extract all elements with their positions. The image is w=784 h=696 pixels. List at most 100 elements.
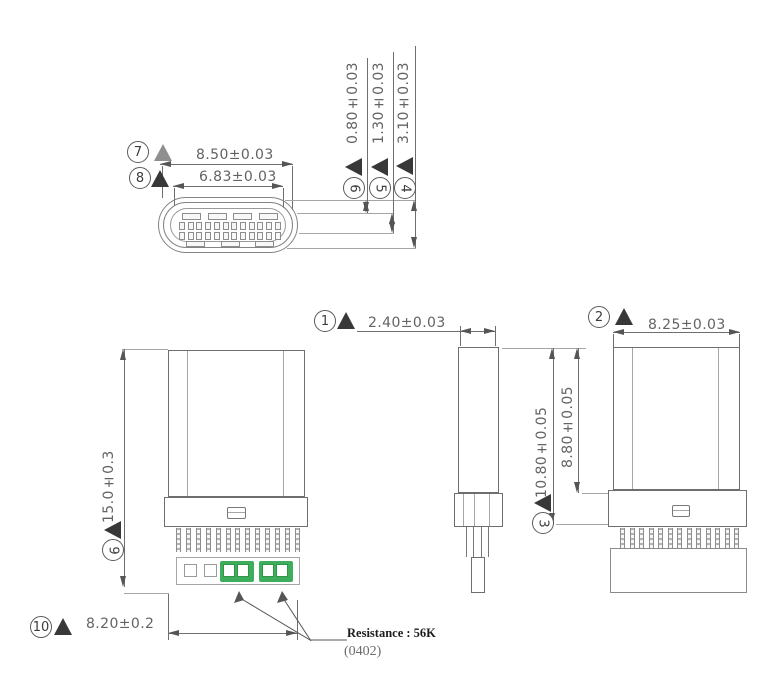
- contact-pad: [187, 232, 194, 240]
- dim-text-8-20: 8.20±0.2: [86, 616, 155, 632]
- extension-line: [582, 493, 612, 494]
- arrowhead: [574, 348, 580, 359]
- shell-edge-line: [283, 351, 284, 496]
- contact-pad: [266, 232, 273, 240]
- solder-pin: [629, 528, 635, 550]
- callout-10-number: 10: [32, 619, 50, 635]
- arrowhead: [389, 213, 395, 224]
- contact-pad: [222, 222, 229, 230]
- rear-view-pcb: [610, 548, 747, 593]
- reference-line: [124, 593, 169, 594]
- side-view-collar: [454, 493, 503, 527]
- contact-pad: [231, 232, 238, 240]
- callout-1-triangle-marker: [337, 312, 355, 329]
- callout-3-circle: 3: [532, 512, 554, 534]
- contact-pad: [179, 232, 185, 240]
- callout-4-circle: 4: [394, 177, 416, 199]
- extension-line: [174, 188, 175, 206]
- shell-edge-line: [187, 351, 188, 496]
- callout-2-triangle-marker: [615, 308, 633, 325]
- contact-row-upper: [179, 222, 281, 230]
- arrowhead: [282, 161, 293, 167]
- solder-pin: [185, 528, 191, 552]
- extension-line: [283, 188, 284, 208]
- arrowhead: [411, 237, 417, 248]
- front-view-pins: [176, 528, 300, 552]
- reference-line: [299, 233, 394, 234]
- callout-8-triangle-marker: [151, 170, 169, 187]
- ground-tab: [220, 241, 240, 247]
- collar-edge-line: [474, 494, 475, 526]
- callout-6-number: 6: [346, 183, 362, 193]
- ground-tab: [186, 241, 205, 247]
- solder-pin: [176, 528, 181, 552]
- callout-3-triangle-marker: [534, 494, 551, 512]
- contact-pad: [205, 232, 212, 240]
- collar-edge-line: [489, 494, 490, 526]
- contact-pad: [240, 232, 247, 240]
- extension-line: [460, 326, 461, 346]
- resistor-pad: [237, 564, 249, 577]
- arrowhead: [168, 630, 179, 636]
- callout-9-number: 9: [105, 545, 121, 555]
- callout-7-triangle-marker: [154, 144, 172, 161]
- ground-tab: [233, 213, 253, 220]
- arrowhead: [173, 183, 184, 189]
- shell-inner-outline: [163, 202, 293, 248]
- solder-pin: [705, 528, 711, 550]
- callout-8-circle: 8: [129, 167, 151, 189]
- callout-9-circle: 9: [102, 539, 124, 561]
- arrowhead: [460, 328, 471, 334]
- dim-line-8-50: [160, 164, 293, 165]
- callout-1-number: 1: [320, 313, 330, 329]
- extension-line: [502, 348, 586, 349]
- contact-pad: [266, 222, 273, 230]
- resistor-pad: [276, 564, 288, 577]
- solder-pin: [658, 528, 663, 550]
- latch-divider: [228, 512, 245, 513]
- contact-pad: [257, 232, 264, 240]
- extension-line: [613, 334, 614, 347]
- collar-edge-line: [463, 494, 464, 526]
- arrowhead: [411, 200, 417, 211]
- contact-pad: [213, 232, 220, 240]
- callout-4-triangle-marker: [396, 157, 413, 175]
- contact-pad: [240, 222, 247, 230]
- contact-pad: [231, 222, 238, 230]
- dim-text-1-30: 1.30±0.03: [371, 62, 387, 144]
- dim-text-3-10: 3.10±0.03: [396, 62, 412, 144]
- solder-pin: [275, 528, 281, 552]
- side-view-shell: [458, 347, 499, 493]
- ground-tab: [182, 213, 201, 220]
- contact-pad: [196, 222, 203, 230]
- solder-pin: [195, 528, 201, 552]
- contact-pad: [248, 222, 255, 230]
- rear-view-pins: [620, 528, 739, 550]
- contact-row-lower: [179, 232, 281, 240]
- callout-10-circle: 10: [30, 616, 52, 638]
- resistance-note: Resistance : 56K: [347, 626, 436, 640]
- resistor-pad: [262, 564, 274, 577]
- callout-3-number: 3: [535, 518, 551, 528]
- solder-pin: [734, 528, 739, 550]
- arrowhead: [613, 329, 624, 335]
- package-note: (0402): [344, 644, 382, 659]
- callout-2-circle: 2: [588, 306, 610, 328]
- dim-line-6-83: [173, 186, 283, 187]
- contact-pad: [222, 232, 229, 240]
- solder-pad: [204, 564, 217, 577]
- callout-10-triangle-marker: [54, 618, 72, 635]
- dim-line-0-80: [367, 58, 368, 213]
- solder-pin: [648, 528, 654, 550]
- dim-line-8-80: [578, 348, 579, 493]
- reference-line: [285, 200, 416, 201]
- callout-7-circle: 7: [127, 141, 149, 163]
- solder-pin: [225, 528, 231, 552]
- latch-detail: [227, 507, 246, 519]
- contact-pad: [179, 222, 185, 230]
- dim-text-0-80: 0.80±0.03: [345, 62, 361, 144]
- solder-pad: [184, 564, 197, 577]
- solder-pin: [639, 528, 644, 550]
- contact-pad: [248, 232, 255, 240]
